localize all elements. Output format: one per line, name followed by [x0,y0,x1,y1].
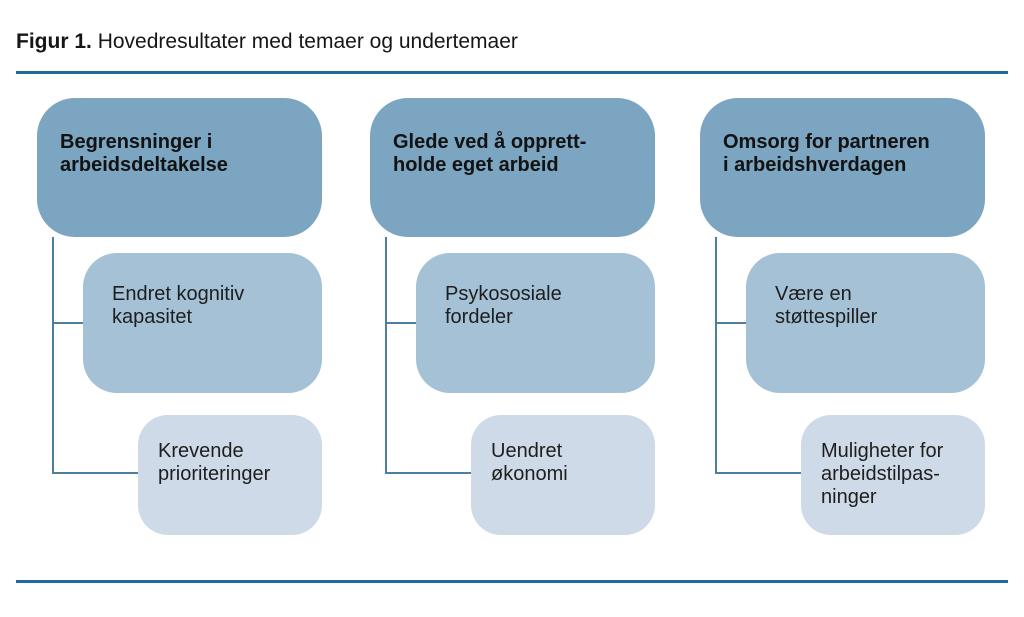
subtheme-box: Psykososiale fordeler [416,253,655,393]
connector-vertical-line [385,237,387,474]
top-divider-line [16,71,1008,74]
connector-vertical-line [52,237,54,474]
theme-header-box: Begrensninger i arbeidsdeltakelse [37,98,322,237]
theme-header-box: Glede ved å opprett- holde eget arbeid [370,98,655,237]
connector-branch-line [386,322,416,324]
connector-branch-line [386,472,471,474]
connector-branch-line [53,472,138,474]
subtheme-box: Muligheter for arbeidstilpas- ninger [801,415,985,535]
connector-branch-line [716,322,746,324]
figure-number-label: Figur 1. [16,30,92,53]
subtheme-box: Uendret økonomi [471,415,655,535]
theme-header-box: Omsorg for partneren i arbeidshverdagen [700,98,985,237]
theme-column-begrensninger: Begrensninger i arbeidsdeltakelse Endret… [37,98,322,543]
connector-branch-line [716,472,801,474]
theme-column-omsorg: Omsorg for partneren i arbeidshverdagen … [700,98,985,543]
subtheme-box: Endret kognitiv kapasitet [83,253,322,393]
subtheme-box: Krevende prioriteringer [138,415,322,535]
subtheme-box: Være en støttespiller [746,253,985,393]
connector-vertical-line [715,237,717,474]
figure-title-text: Hovedresultater med temaer og undertemae… [97,30,518,53]
bottom-divider-line [16,580,1008,583]
figure-title: Figur 1. Hovedresultater med temaer og u… [16,30,518,54]
theme-column-glede: Glede ved å opprett- holde eget arbeid P… [370,98,655,543]
connector-branch-line [53,322,83,324]
